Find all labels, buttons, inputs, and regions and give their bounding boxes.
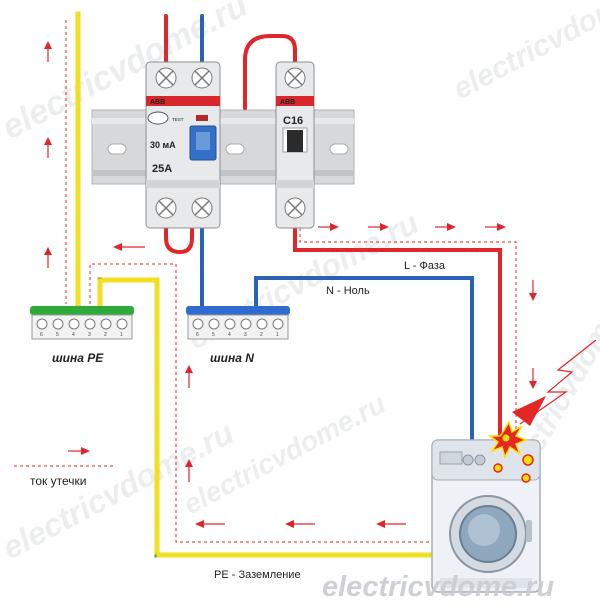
pe-bus-terminal-screw bbox=[100, 318, 112, 330]
rcd-test-label: TEST bbox=[172, 117, 184, 122]
leakage-arrows bbox=[44, 41, 537, 528]
rcd-rating: 25A bbox=[152, 163, 172, 175]
n-bus-terminal-screw bbox=[208, 318, 220, 330]
arrow-right bbox=[368, 223, 389, 231]
pe-bus-terminal-number: 6 bbox=[40, 332, 43, 338]
arrow-right bbox=[435, 223, 456, 231]
neutral-label: N - Ноль bbox=[326, 285, 370, 297]
wires bbox=[164, 14, 502, 442]
arrow-up bbox=[185, 459, 193, 482]
pe-bus: 6 5 4 3 2 1 шина PE bbox=[30, 306, 134, 365]
footer-watermark: electricvdome.ru bbox=[322, 571, 554, 603]
legend-arrow-right bbox=[68, 447, 90, 455]
rcd-brand: ABB bbox=[150, 99, 165, 106]
pe-bus-label: шина PE bbox=[52, 351, 104, 365]
leakage-path bbox=[65, 20, 525, 543]
din-rail bbox=[91, 109, 355, 185]
n-bus-terminal-screw bbox=[256, 318, 268, 330]
arrow-down bbox=[529, 368, 537, 389]
n-bus-terminal-number: 4 bbox=[228, 332, 231, 338]
pe-bus-terminal-number: 3 bbox=[88, 332, 91, 338]
rcd-device: ABB TEST 30 мА 25A bbox=[145, 61, 221, 229]
pe-bus-terminal-number: 4 bbox=[72, 332, 75, 338]
rcd-indicator bbox=[196, 115, 208, 121]
breaker-brand: ABB bbox=[280, 99, 295, 106]
pe-bus-terminal-number: 2 bbox=[104, 332, 107, 338]
small-spark-icon bbox=[493, 454, 534, 483]
n-bus-terminal-number: 5 bbox=[212, 332, 215, 338]
arrow-left bbox=[285, 520, 315, 528]
n-bus-terminal-number: 1 bbox=[276, 332, 279, 338]
pe-bus-terminal-screw bbox=[52, 318, 64, 330]
n-bus-terminal-number: 2 bbox=[260, 332, 263, 338]
breaker-toggle-lever[interactable] bbox=[287, 130, 303, 152]
n-bus: 6 5 4 3 2 1 шина N bbox=[186, 306, 290, 365]
machine-dial-icon bbox=[462, 454, 474, 466]
arrow-up bbox=[185, 365, 193, 388]
n-bus-label: шина N bbox=[210, 351, 254, 365]
rcd-sensitivity: 30 мА bbox=[150, 140, 176, 150]
arrow-down bbox=[529, 280, 537, 301]
n-bus-terminal-number: 6 bbox=[196, 332, 199, 338]
pe-bus-terminal-screw bbox=[36, 318, 48, 330]
arrow-right bbox=[485, 223, 506, 231]
rcd-top-terminals bbox=[155, 67, 213, 89]
rcd-to-breaker-wire bbox=[243, 34, 297, 110]
rcd-bottom-terminals bbox=[155, 197, 213, 219]
pe-bus-terminal-number: 1 bbox=[120, 332, 123, 338]
arrow-right bbox=[318, 223, 339, 231]
n-bus-terminal-number: 3 bbox=[244, 332, 247, 338]
rcd-phase-loop-wire bbox=[164, 226, 194, 255]
breaker-rating: C16 bbox=[283, 115, 303, 127]
phase-label: L - Фаза bbox=[404, 260, 446, 272]
ground-wire bbox=[75, 11, 443, 558]
pe-bus-terminal-number: 5 bbox=[56, 332, 59, 338]
n-bus-terminal-screw bbox=[240, 318, 252, 330]
pe-bus-terminal-screw bbox=[84, 318, 96, 330]
test-button[interactable] bbox=[147, 111, 169, 125]
legend: ток утечки bbox=[14, 447, 114, 488]
machine-dial-icon bbox=[474, 454, 486, 466]
n-bus-terminal-screw bbox=[192, 318, 204, 330]
phase-out-wire bbox=[293, 226, 502, 442]
arrow-left bbox=[113, 243, 145, 251]
washing-machine bbox=[431, 439, 541, 593]
neutral-bus-machine-wire bbox=[254, 276, 474, 442]
arrow-left bbox=[376, 520, 406, 528]
arrow-left bbox=[195, 520, 225, 528]
legend-leak-label: ток утечки bbox=[30, 474, 86, 488]
pe-bus-terminal-screw bbox=[116, 318, 128, 330]
pe-bus-terminal-screw bbox=[68, 318, 80, 330]
fault-spark-icon bbox=[487, 339, 597, 460]
arrow-up bbox=[44, 137, 52, 158]
ground-label: PE - Заземление bbox=[214, 569, 301, 581]
arrow-up bbox=[44, 41, 52, 62]
circuit-breaker: ABB C16 bbox=[275, 61, 315, 229]
n-bus-terminal-screw bbox=[224, 318, 236, 330]
arrow-up bbox=[44, 247, 52, 268]
watermark-text-2: electricvdome.ru bbox=[448, 0, 600, 106]
n-bus-terminal-screw bbox=[272, 318, 284, 330]
